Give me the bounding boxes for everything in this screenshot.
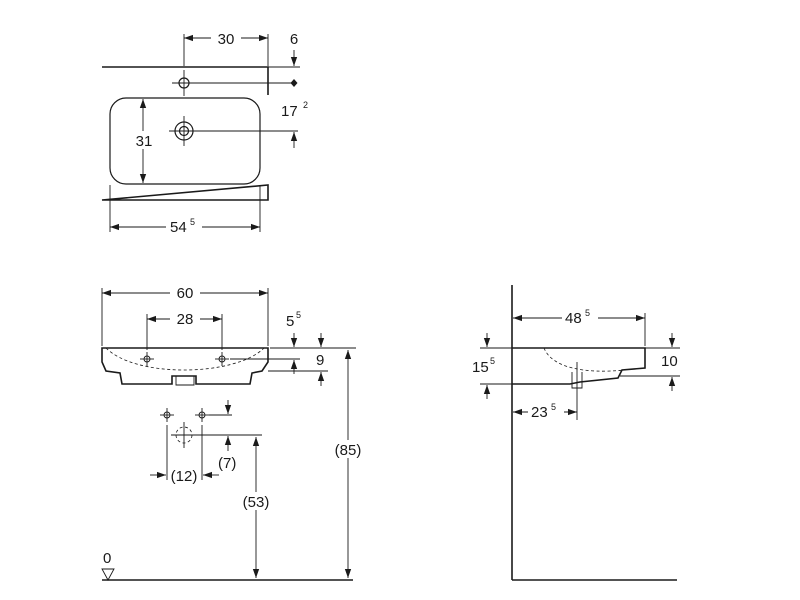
dim-rim-sup: 5 — [296, 310, 301, 320]
dim-bowl-depth: 31 — [136, 133, 153, 150]
dim-bowl-width: 54 — [170, 219, 187, 236]
waste-connection — [171, 422, 262, 448]
dim-front-height: 15 — [472, 359, 489, 376]
supply-connection-left — [160, 408, 174, 422]
bowl-hidden-front — [105, 347, 265, 371]
dim-depth-top-sup: 2 — [303, 100, 308, 110]
basin-profile-side — [512, 347, 646, 385]
dim-side-depth: 48 — [565, 310, 582, 327]
supply-connection-right — [195, 408, 209, 422]
dim-total-height: (85) — [335, 442, 362, 459]
dim-waste-distance: 23 — [531, 404, 548, 421]
fixing-point-right — [215, 352, 229, 366]
dim-rim: 5 — [286, 313, 294, 330]
dim-total-width: 60 — [177, 285, 194, 302]
top-view: 30 6 17 2 31 54 5 — [101, 29, 308, 236]
dim-fixing-distance: 28 — [177, 311, 194, 328]
dim-height: 9 — [316, 352, 324, 369]
bowl-hidden-side — [543, 347, 626, 372]
basin-outline-top — [101, 66, 269, 201]
dim-front-height-sup: 5 — [490, 356, 495, 366]
dim-depth-top: 17 — [281, 103, 298, 120]
basin-body-front — [101, 347, 269, 385]
front-view: 60 28 5 5 9 — [101, 283, 368, 581]
floor-level-marker — [101, 568, 115, 581]
dim-waste-distance-sup: 5 — [551, 402, 556, 412]
side-view: 48 5 15 5 10 23 5 — [472, 285, 680, 581]
dim-wall-height: 10 — [661, 353, 678, 370]
dim-waste-height: (53) — [243, 494, 270, 511]
fixing-point-left — [140, 352, 154, 366]
dim-edge: 6 — [290, 31, 298, 48]
dim-supply-spacing: (12) — [171, 468, 198, 485]
dim-tap-offset: 30 — [218, 31, 235, 48]
dim-side-depth-sup: 5 — [585, 308, 590, 318]
bowl-outline-top — [109, 97, 261, 185]
dim-waste-offset: (7) — [218, 455, 236, 472]
floor-level-label: 0 — [103, 550, 111, 567]
dim-bowl-width-sup: 5 — [190, 217, 195, 227]
